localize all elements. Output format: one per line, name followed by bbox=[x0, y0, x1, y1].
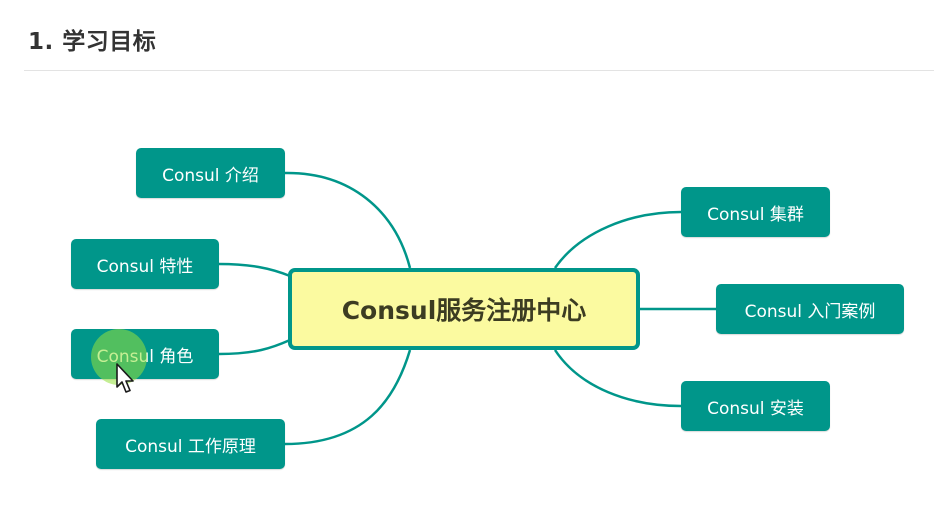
title-divider bbox=[24, 70, 934, 71]
node-label: Consul 介绍 bbox=[162, 165, 259, 186]
node-label: Consul 特性 bbox=[96, 256, 194, 277]
connector-features bbox=[218, 262, 291, 278]
mouse-pointer-icon bbox=[116, 363, 134, 393]
node-consul-intro[interactable]: Consul 介绍 bbox=[136, 148, 285, 198]
node-consul-features[interactable]: Consul 特性 bbox=[71, 239, 219, 289]
node-consul-demo[interactable]: Consul 入门案例 bbox=[716, 284, 904, 334]
central-topic-label: Consul服务注册中心 bbox=[341, 296, 587, 325]
node-consul-cluster[interactable]: Consul 集群 bbox=[681, 187, 830, 237]
connector-cluster bbox=[553, 210, 682, 269]
node-label: Consul 集群 bbox=[707, 204, 804, 225]
page-title: 1. 学习目标 bbox=[28, 29, 157, 55]
connector-intro bbox=[284, 171, 412, 269]
connector-install bbox=[553, 349, 682, 408]
node-label: Consul 安装 bbox=[707, 398, 804, 419]
central-topic[interactable]: Consul服务注册中心 bbox=[288, 268, 640, 350]
node-consul-principle[interactable]: Consul 工作原理 bbox=[96, 419, 285, 469]
node-consul-install[interactable]: Consul 安装 bbox=[681, 381, 830, 431]
node-label: Consul 入门案例 bbox=[744, 301, 876, 322]
connector-principle bbox=[284, 349, 412, 446]
connector-roles bbox=[218, 338, 291, 356]
node-label: Consul 工作原理 bbox=[125, 436, 256, 457]
